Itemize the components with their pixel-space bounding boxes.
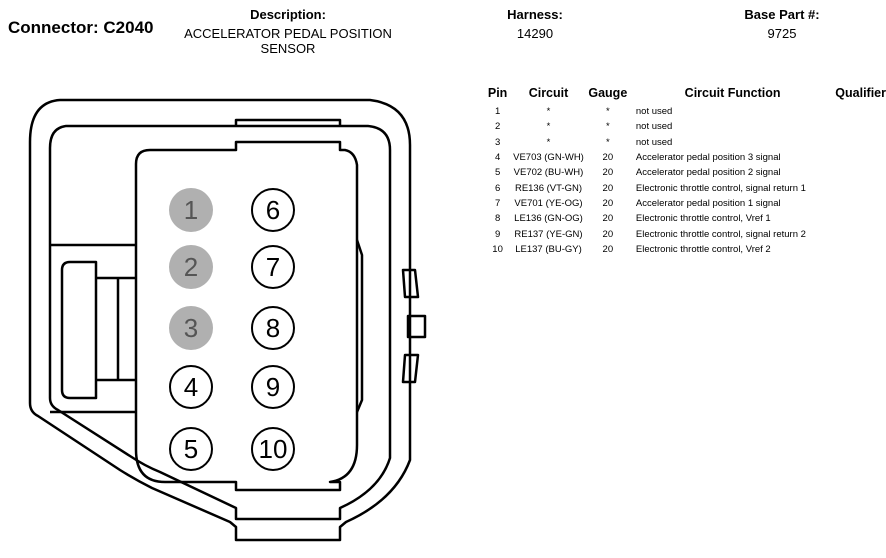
gauge-cell: 20 (602, 243, 614, 255)
pin-cell: 1 (494, 106, 501, 118)
table-row: 8 LE136 (GN-OG) 20 Electronic throttle c… (484, 211, 886, 226)
pin-cavity (134, 140, 359, 492)
function-cell: Accelerator pedal position 3 signal (635, 152, 781, 164)
circuit-cell: LE136 (GN-OG) (514, 213, 583, 225)
circuit-cell: * (546, 136, 551, 148)
right-tab-bottom (401, 353, 420, 384)
right-rib (355, 239, 364, 413)
circuit-cell: RE136 (VT-GN) (514, 182, 582, 194)
gauge-cell: 20 (602, 152, 614, 164)
circuit-cell: VE702 (BU-WH) (513, 167, 584, 179)
gauge-cell: * (605, 106, 610, 118)
pin-cell: 9 (494, 228, 501, 240)
description-line-1: ACCELERATOR PEDAL POSITION (184, 26, 392, 41)
column-header-circuit: Circuit (528, 86, 569, 100)
pin-cell: 8 (494, 213, 501, 225)
connector-title: Connector: C2040 (8, 18, 154, 37)
column-header-pin: Pin (487, 86, 508, 100)
connector-outer-housing (28, 98, 412, 542)
gauge-cell: 20 (602, 197, 614, 209)
table-row: 5 VE702 (BU-WH) 20 Accelerator pedal pos… (484, 165, 886, 180)
top-latch (234, 118, 342, 126)
pin-cell: 2 (494, 121, 501, 133)
function-cell: not used (635, 136, 673, 148)
pin-table: Pin Circuit Gauge Circuit Function Quali… (484, 86, 886, 257)
description-label: Description: (250, 7, 326, 22)
table-row: 1 * * not used (484, 104, 886, 119)
pin-cell: 7 (494, 197, 501, 209)
table-row: 9 RE137 (YE-GN) 20 Electronic throttle c… (484, 226, 886, 241)
pin-cell: 6 (494, 182, 501, 194)
column-header-gauge: Gauge (588, 86, 628, 100)
left-latch-rail (96, 276, 136, 382)
left-latch-body (60, 260, 98, 400)
gauge-cell: 20 (602, 228, 614, 240)
function-cell: Electronic throttle control, Vref 1 (635, 213, 771, 225)
pin-table-header: Pin Circuit Gauge Circuit Function Quali… (484, 86, 886, 104)
column-header-circuit-function: Circuit Function (684, 86, 781, 100)
function-cell: Electronic throttle control, signal retu… (635, 228, 806, 240)
right-tab-middle (406, 314, 427, 339)
gauge-cell: * (605, 121, 610, 133)
description-value: ACCELERATOR PEDAL POSITION SENSOR (168, 26, 408, 56)
harness-label: Harness: (507, 7, 563, 22)
pin-cell: 3 (494, 136, 501, 148)
circuit-cell: VE703 (GN-WH) (513, 152, 584, 164)
pin-cell: 4 (494, 152, 501, 164)
circuit-cell: LE137 (BU-GY) (515, 243, 582, 255)
pin-cell: 10 (492, 243, 503, 255)
function-cell: Accelerator pedal position 2 signal (635, 167, 781, 179)
table-row: 2 * * not used (484, 119, 886, 134)
table-row: 10 LE137 (BU-GY) 20 Electronic throttle … (484, 242, 886, 257)
gauge-cell: 20 (602, 182, 614, 194)
function-cell: not used (635, 106, 673, 118)
table-row: 3 * * not used (484, 135, 886, 150)
gauge-cell: * (605, 136, 610, 148)
function-cell: Electronic throttle control, Vref 2 (635, 243, 771, 255)
gauge-cell: 20 (602, 213, 614, 225)
function-cell: not used (635, 121, 673, 133)
table-row: 4 VE703 (GN-WH) 20 Accelerator pedal pos… (484, 150, 886, 165)
table-row: 7 VE701 (YE-OG) 20 Accelerator pedal pos… (484, 196, 886, 211)
right-tab-top (401, 268, 420, 299)
harness-value: 14290 (516, 26, 554, 41)
column-header-qualifier: Qualifier (835, 86, 886, 100)
circuit-cell: * (546, 121, 551, 133)
pin-cell: 5 (494, 167, 501, 179)
base-part-value: 9725 (767, 26, 797, 41)
circuit-cell: RE137 (YE-GN) (514, 228, 583, 240)
description-line-2: SENSOR (260, 41, 316, 56)
gauge-cell: 20 (602, 167, 614, 179)
function-cell: Accelerator pedal position 1 signal (635, 197, 781, 209)
base-part-label: Base Part #: (744, 7, 820, 22)
table-row: 6 RE136 (VT-GN) 20 Electronic throttle c… (484, 180, 886, 195)
function-cell: Electronic throttle control, signal retu… (635, 182, 806, 194)
circuit-cell: * (546, 106, 551, 118)
connector-inner-housing (48, 124, 392, 521)
circuit-cell: VE701 (YE-OG) (514, 197, 583, 209)
